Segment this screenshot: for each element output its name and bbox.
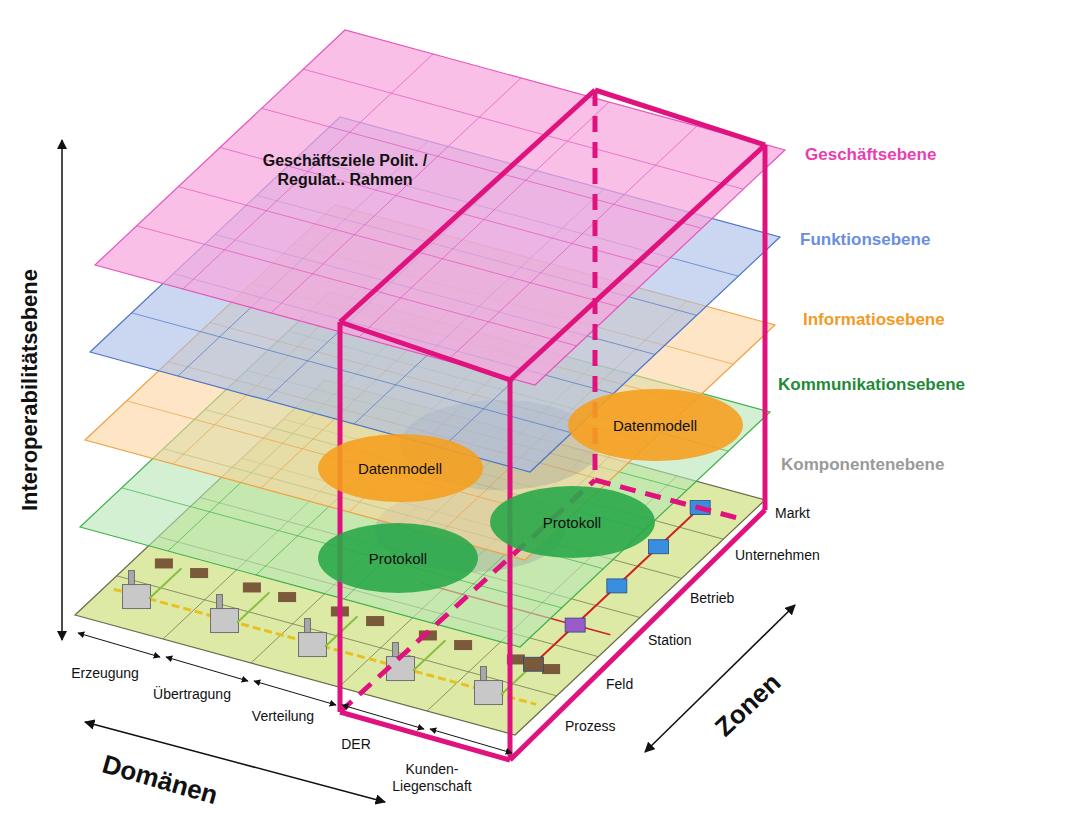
zone-name: Station [648,632,692,649]
ellipse-fill [318,523,478,593]
field-device [155,558,173,568]
column-edge [340,322,510,380]
zone-name: Unternehmen [735,547,820,564]
ellipse-fill [568,389,743,461]
plant-chimney-icon [217,595,223,609]
domain-name: Erzeugung [71,665,139,682]
plant-icon [475,681,503,705]
layer-ellipse: Datenmodell [568,389,743,461]
plant-chimney-icon [393,643,399,657]
station-device [565,618,585,632]
it-system-icon [649,540,669,554]
field-device [366,616,384,626]
layer-name: Informatiosebene [803,310,945,330]
highlight-column [340,90,765,760]
domain-name: Übertragung [153,686,231,703]
field-device [243,582,261,592]
column-edge [508,380,513,760]
column-edge [510,145,765,380]
domain-span-arrow [430,729,512,753]
layer-name: Funktionsebene [800,230,930,250]
layer-name: Geschäftsebene [805,145,936,165]
ellipse-fill [490,486,655,558]
plant-icon [123,585,151,609]
plant-icon [211,609,239,633]
domain-span-arrow [166,657,248,681]
column-edge [340,712,510,760]
domain-span-arrow [342,705,424,729]
zone-name: Feld [606,676,633,693]
zone-name: Betrieb [690,590,734,607]
axis-title: Domänen [99,749,221,812]
domain-name: Kunden- Liegenschaft [382,761,482,795]
column-edge [338,322,343,712]
feeder-line [413,640,446,671]
layer-ellipse: Protokoll [318,523,478,593]
layer-plane [95,30,785,385]
layer-ellipse: Protokoll [490,486,655,558]
business-layer-plane [95,30,785,385]
ellipse-fill [318,434,483,502]
layer-ellipse: Datenmodell [318,434,483,502]
zone-name: Prozess [565,718,616,735]
axis-title: Interoperabilitätsebene [17,269,43,511]
zone-name: Markt [775,505,810,522]
it-system-icon [607,579,627,593]
domain-name: DER [341,736,371,753]
column-edge [340,90,595,322]
ellipse-label: Protokoll [543,514,601,531]
field-device [454,640,472,650]
feeder-line [149,568,182,599]
feeder-line [237,592,270,623]
layer-name: Kommunikationsebene [778,375,965,395]
domain-span-arrow [254,681,336,705]
zone-axis [645,605,795,752]
field-device [278,592,296,602]
ellipse-label: Datenmodell [358,460,442,477]
grid-line [178,187,618,307]
layer-content-text: Geschäftsziele Polit. / Regulat.. Rahmen [238,151,453,189]
station-device [524,657,544,671]
interoperability-axis [61,140,63,640]
column-edge [595,90,765,145]
field-device [190,568,208,578]
field-device [542,664,560,674]
domain-span-arrow [78,633,160,657]
ellipse-label: Datenmodell [613,417,697,434]
plant-chimney-icon [481,667,487,681]
plant-icon [299,633,327,657]
layer-name: Komponentenebene [781,455,944,475]
plant-chimney-icon [129,571,135,585]
column-edge [763,145,768,510]
domain-name: Verteilung [252,708,314,725]
plant-chimney-icon [305,619,311,633]
ellipse-label: Protokoll [369,550,427,567]
